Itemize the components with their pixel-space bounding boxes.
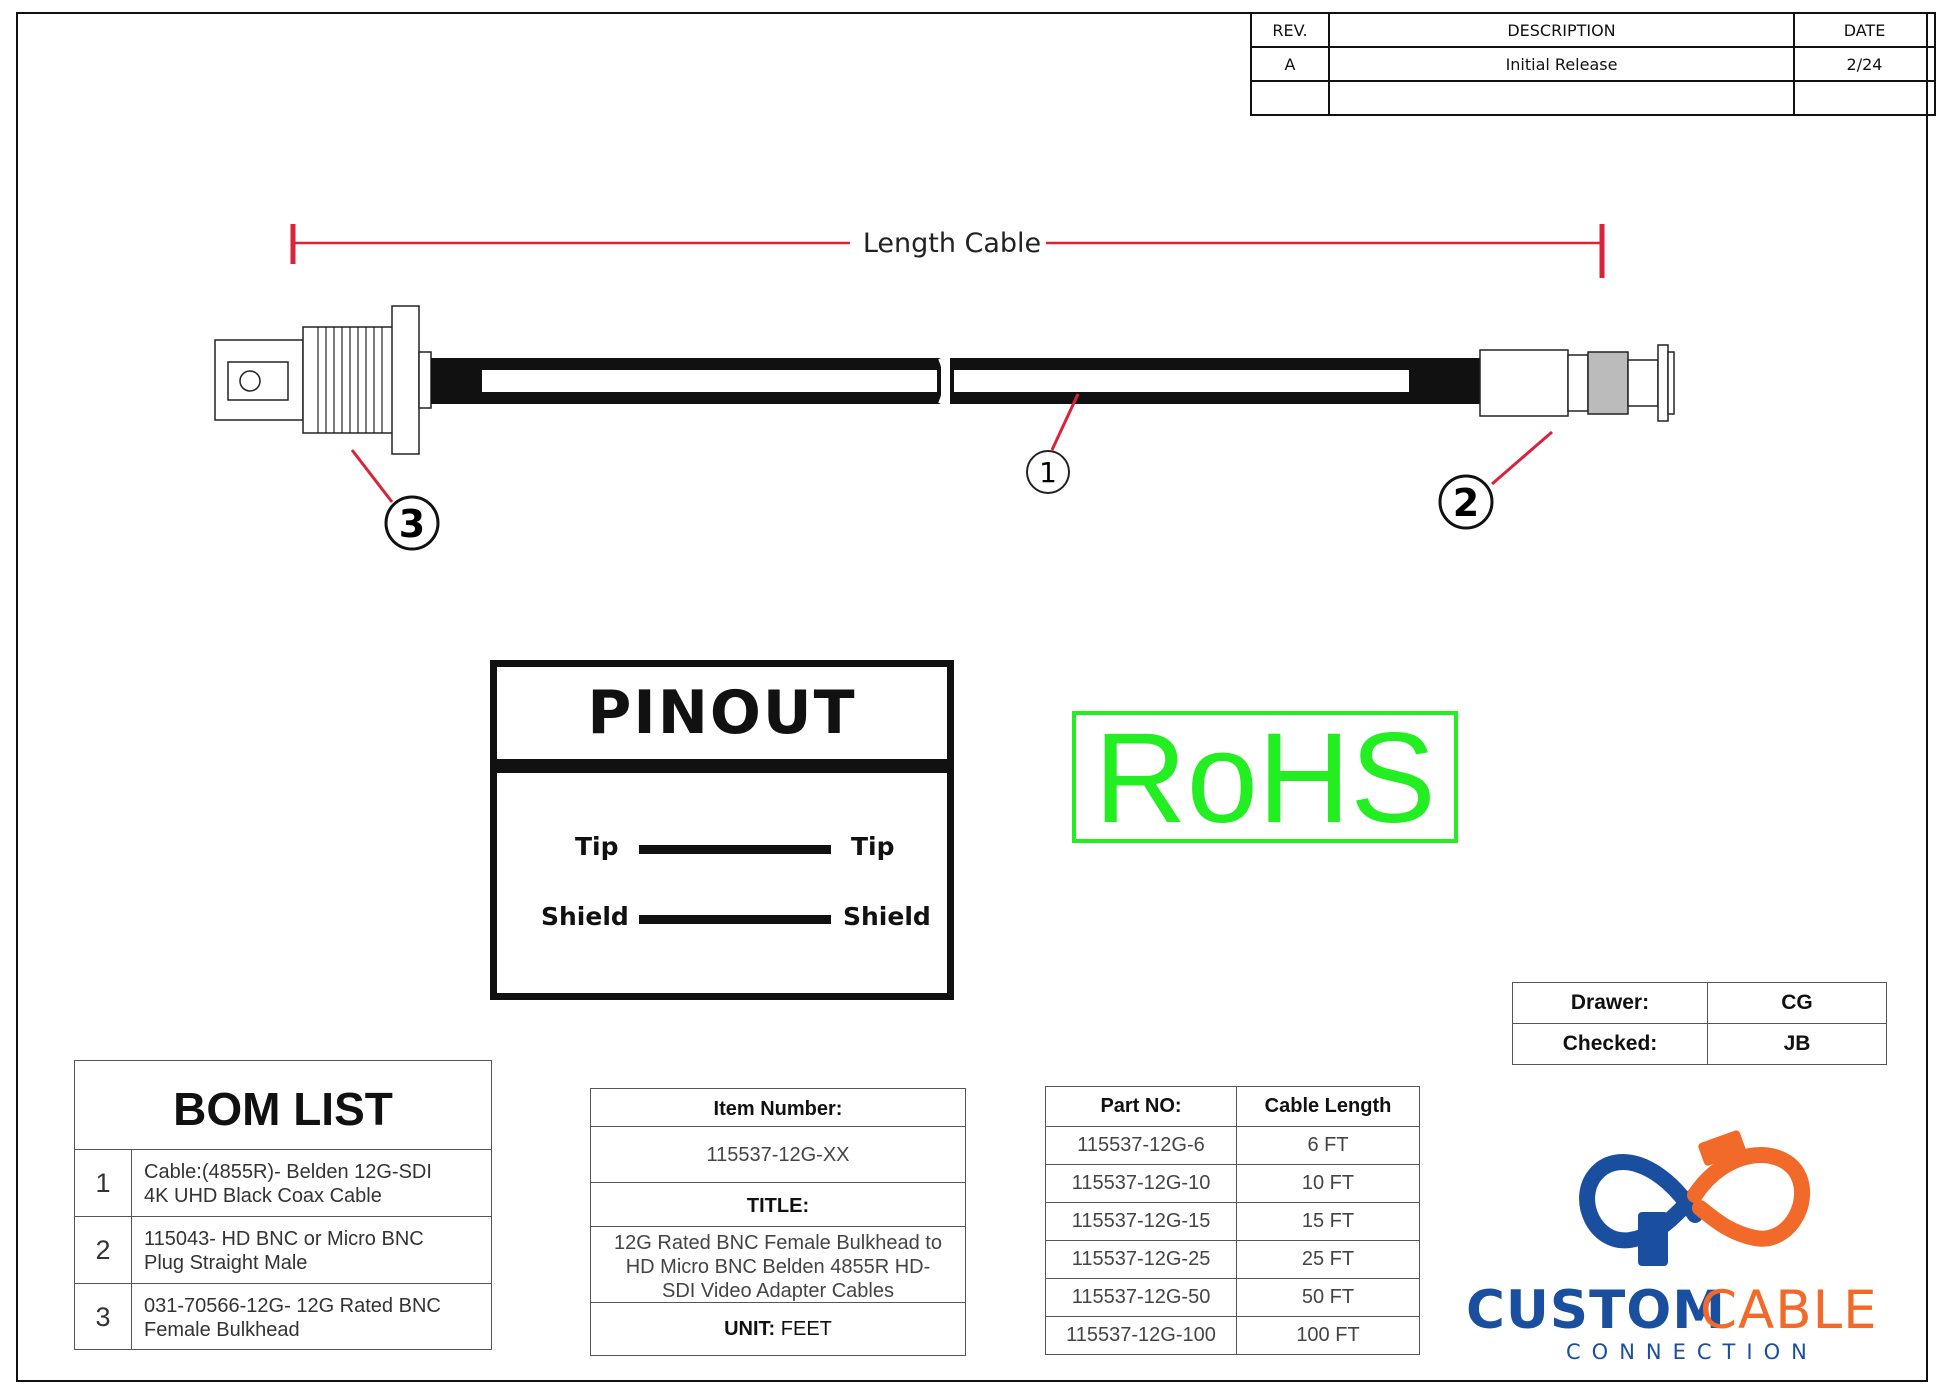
date-header: DATE [1793,12,1936,48]
item-number-value: 115537-12G-XX [591,1127,965,1183]
pin-shield-right: Shield [843,902,931,931]
checked-label: Checked: [1512,1023,1708,1065]
callout-3: 3 [384,495,440,551]
callout-leaders [350,393,1553,503]
cable-length: 100 FT [1236,1316,1420,1355]
length-cable-label: Length Cable [863,228,1041,259]
logo-tagline: CONNECTION [1566,1340,1818,1364]
description-value: Initial Release [1328,46,1795,82]
bnc-female-bulkhead [214,305,432,455]
tip-connection-line [639,845,831,854]
rev-header: REV. [1250,12,1330,48]
drawer-label: Drawer: [1512,982,1708,1024]
date-value: 2/24 [1793,46,1936,82]
bom-item-number: 2 [75,1217,132,1283]
item-number-label: Item Number: [591,1089,965,1127]
pin-shield-left: Shield [541,902,629,931]
cable-length-header: Cable Length [1236,1086,1420,1127]
revision-table: REV. DESCRIPTION DATE A Initial Release … [1250,12,1936,116]
unit-row: UNIT: FEET [591,1303,965,1355]
description-header: DESCRIPTION [1328,12,1795,48]
pinout-title: PINOUT [497,667,947,773]
callout-2: 2 [1438,474,1494,530]
cable-length: 50 FT [1236,1278,1420,1317]
callout-1: 1 [1026,450,1070,494]
shield-connection-line [639,915,831,924]
rev-empty [1250,80,1330,116]
bnc-male-plug [1479,344,1675,422]
title-value: 12G Rated BNC Female Bulkhead to HD Micr… [591,1227,965,1303]
title-block: Item Number: 115537-12G-XX TITLE: 12G Ra… [590,1088,966,1356]
bom-item-number: 1 [75,1150,132,1216]
part-no-header: Part NO: [1045,1086,1237,1127]
bom-list: BOM LIST 1 Cable:(4855R)- Belden 12G-SDI… [74,1060,492,1350]
drawer-value: CG [1707,982,1887,1024]
drawing-sheet-border [16,12,1928,1382]
cable-length: 15 FT [1236,1202,1420,1241]
rev-value: A [1250,46,1330,82]
bom-title: BOM LIST [75,1061,491,1150]
logo-word-cable: CABLE [1700,1280,1878,1341]
checked-value: JB [1707,1023,1887,1065]
part-number: 115537-12G-15 [1045,1202,1237,1241]
part-number: 115537-12G-6 [1045,1126,1237,1165]
description-empty [1328,80,1795,116]
rohs-badge: RoHS [1072,711,1458,843]
date-empty [1793,80,1936,116]
part-number: 115537-12G-50 [1045,1278,1237,1317]
pin-tip-left: Tip [575,832,619,861]
unit-value: FEET [780,1318,832,1340]
cable-assembly-drawing: Length Cable [214,224,1675,551]
logo-word-custom: CUSTOM [1466,1280,1727,1341]
length-dimension [290,224,1605,278]
svg-text:1: 1 [1039,456,1057,489]
part-number: 115537-12G-100 [1045,1316,1237,1355]
cable-length: 6 FT [1236,1126,1420,1165]
pin-tip-right: Tip [851,832,895,861]
cable-length: 25 FT [1236,1240,1420,1279]
unit-label: UNIT: [724,1318,776,1340]
logo-mark-icon [1579,1130,1811,1266]
approvals-table: Drawer: CG Checked: JB [1512,982,1887,1065]
part-number: 115537-12G-25 [1045,1240,1237,1279]
coax-cable [431,356,1480,406]
svg-text:3: 3 [399,502,425,546]
bom-item-number: 3 [75,1284,132,1350]
cable-length: 10 FT [1236,1164,1420,1203]
title-label: TITLE: [591,1183,965,1227]
pinout-box: PINOUT Tip Tip Shield Shield [490,660,954,1000]
part-number: 115537-12G-10 [1045,1164,1237,1203]
svg-text:2: 2 [1453,481,1479,525]
